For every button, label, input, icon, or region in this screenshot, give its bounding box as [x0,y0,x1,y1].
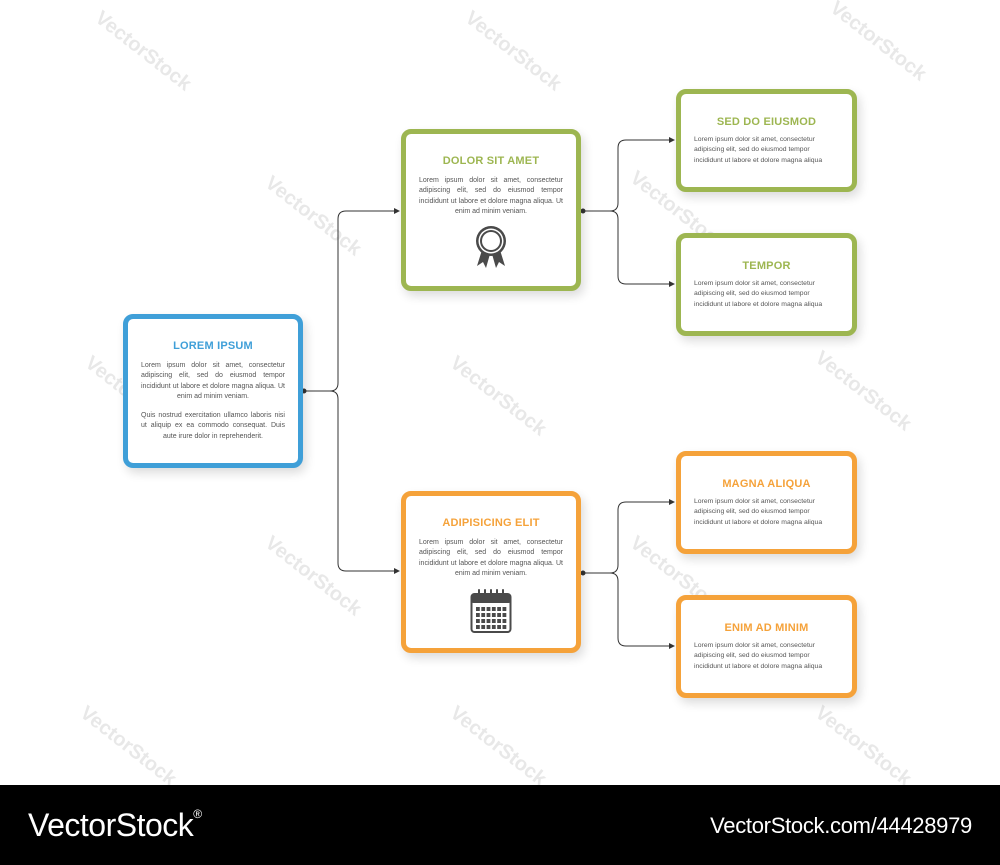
main-card-text: Lorem ipsum dolor sit amet, consectetur … [141,362,285,400]
calendar-cell [491,613,496,617]
calendar-cell [486,619,491,623]
calendar-cell [481,619,486,623]
main-card-title: LOREM IPSUM [173,340,253,352]
leaf-card-text: Lorem ipsum dolor sit amet, consectetur … [694,642,823,670]
calendar-cell [481,613,486,617]
calendar-cell [481,625,486,629]
connector-main-to-bottom [329,390,400,574]
registered-mark: ® [193,807,202,821]
calendar-cell [476,619,480,623]
calendar-cell [486,613,491,617]
branch-card-title: ADIPISICING ELIT [442,517,540,529]
connector-dot [580,208,586,214]
footer-bar: VectorStock® VectorStock.com/44428979 [0,785,1000,865]
calendar-cell [476,625,480,629]
calendar-cell [497,619,501,623]
branch-card-text: Lorem ipsum dolor sit amet, consectetur … [419,177,563,215]
calendar-cell [497,607,501,611]
leaf-card: ENIM AD MINIM Lorem ipsum dolor sit amet… [676,595,857,698]
calendar-cell [491,625,496,629]
diagram-canvas: VectorStock VectorStock VectorStock Vect… [75,0,931,791]
main-card: LOREM IPSUM Lorem ipsum dolor sit amet, … [123,314,303,468]
calendar-icon [470,589,512,633]
leaf-card-title: SED DO EIUSMOD [716,116,817,128]
branch-card-text: Lorem ipsum dolor sit amet, consectetur … [419,539,563,577]
calendar-cell [502,625,507,629]
brand-name: VectorStock [28,807,194,843]
calendar-cell [476,613,480,617]
leaf-card-text: Lorem ipsum dolor sit amet, consectetur … [694,498,823,526]
leaf-card: TEMPOR Lorem ipsum dolor sit amet, conse… [676,233,857,336]
connector-bottom-to-leaf4 [609,572,675,649]
connector-top-to-leaf2 [609,210,675,287]
calendar-cell [481,607,486,611]
branch-card-top: DOLOR SIT AMET Lorem ipsum dolor sit ame… [401,129,581,291]
calendar-cell [502,613,507,617]
leaf-card: SED DO EIUSMOD Lorem ipsum dolor sit ame… [676,89,857,192]
leaf-card-title: MAGNA ALIQUA [722,478,811,490]
leaf-card-title: ENIM AD MINIM [724,622,809,634]
calendar-cell [502,619,507,623]
leaf-card-text: Lorem ipsum dolor sit amet, consectetur … [694,280,823,308]
leaf-card-text: Lorem ipsum dolor sit amet, consectetur … [694,136,823,164]
connector-bottom-to-leaf3 [583,499,675,574]
calendar-cell [497,613,501,617]
branch-card-bottom: ADIPISICING ELIT Lorem ipsum dolor sit a… [401,491,581,653]
calendar-cell [491,619,496,623]
calendar-cell [486,607,491,611]
calendar-cell [476,607,480,611]
calendar-cell [497,625,501,629]
calendar-cell [502,607,507,611]
branch-card-title: DOLOR SIT AMET [442,155,540,167]
image-id: VectorStock.com/44428979 [710,813,972,838]
leaf-card-title: TEMPOR [742,260,791,272]
brand-logo: VectorStock® [28,807,202,844]
connector-top-to-leaf1 [583,137,675,212]
connector-dot [580,570,586,576]
main-card-text-2: Quis nostrud exercitation ullamco labori… [141,412,285,440]
leaf-card: MAGNA ALIQUA Lorem ipsum dolor sit amet,… [676,451,857,554]
award-ribbon-icon [476,226,506,268]
calendar-cell [491,607,496,611]
connector-main-to-top [303,208,400,392]
connector-lines [301,137,675,649]
calendar-cell [486,625,491,629]
